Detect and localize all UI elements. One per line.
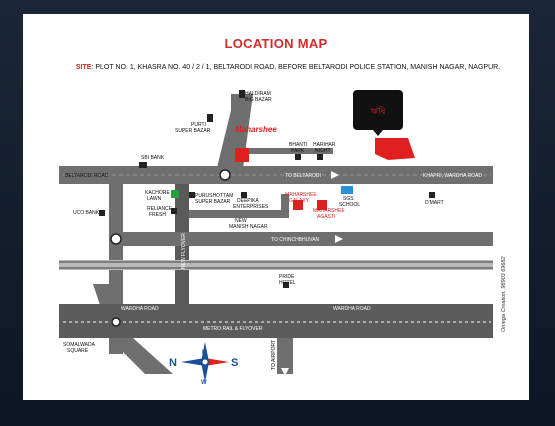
bhanti-block [295,154,301,160]
label-deepika-2: ENTERPRISES [233,204,269,210]
galaxy-marker [293,200,303,210]
site-address-text: : PLOT NO. 1, KHASRA NO. 40 / 2 / 1, BEL… [91,64,501,71]
label-galaxy-2: GALAXY [289,198,310,204]
label-pride-2: HOTEL [279,280,296,286]
svg-text:ঋষি: ঋষি [371,106,387,117]
label-agasti-1: MAHARSHEE [313,208,345,214]
road-to-site [235,148,333,154]
wardha-road [59,304,493,338]
agasti-marker [317,200,327,210]
reliance-block [171,208,177,214]
label-wardha-road-left: WARDHA ROAD [121,306,159,312]
railway-track [59,260,493,270]
somalwada-road [109,338,173,374]
label-sbi-bank: SBI BANK [141,155,165,161]
to-airport-road [277,338,293,374]
label-to-beltarodi: TO BELTARODI [285,173,321,179]
label-reliance-1: RELIANCE [147,206,173,212]
page-title: LOCATION MAP [224,36,328,51]
compass-w: W [201,380,207,386]
label-pride-1: PRIDE [279,274,295,280]
compass-rose [181,342,229,382]
new-flyover-road [175,184,189,314]
chinchbhuvan-road [109,232,493,246]
manish-nagar-road-vertical [281,194,289,218]
label-haldiram-2: BIG BAZAR [245,97,272,103]
label-new-manish-1: NEW [235,218,247,224]
roundabout-somalwada [111,317,121,327]
label-bhanti-2: PARK [291,148,305,154]
haldiram-block [239,90,245,98]
label-reliance-2: FRESH [149,212,166,218]
arrow-to-chinchbhuvan [335,235,343,243]
label-dmart: D'MART [425,200,444,206]
purushottam-block [189,192,195,198]
label-purushottam-1: PURUSHOTTAM [195,193,233,199]
label-to-airport: TO AIRPORT [271,340,277,370]
label-to-chinchbhuvan: TO CHINCHBHUVAN [271,237,320,243]
label-harihar-2: NIGHT [315,148,331,154]
label-purti-1: PURTI [191,122,206,128]
road-haldiram [231,94,239,144]
site-label: SITE [75,64,92,71]
arrow-to-beltarodi [331,171,339,179]
label-sgs-2: SCHOOL [339,202,360,208]
label-new-manish-2: MANISH NAGAR [229,224,268,230]
label-kachore-1: KACHORE [145,190,170,196]
kachore-green-block [171,190,179,198]
location-map-card: LOCATION MAP SITE: PLOT NO. 1, KHASRA NO… [23,14,529,400]
label-beltarodi-road: BELTARODI ROAD [65,173,109,179]
label-new-flyover: NEW FLYOVER [181,233,187,269]
label-bhanti-1: BHANTI [289,142,307,148]
label-metro-rail: METRO RAIL & FLYOVER [203,326,263,332]
label-kachore-2: LAWN [147,196,162,202]
roundabout-left [110,233,122,245]
purti-block [207,114,213,122]
compass-s: S [231,357,238,369]
label-wardha-road-right: WARDHA ROAD [333,306,371,312]
compass-e: E [202,350,206,356]
label-deepika-1: DEEPIKA [237,198,259,204]
sgs-school-block [341,186,353,194]
label-purti-2: SUPER BAZAR [175,128,211,134]
maharshee-site-marker [235,148,249,162]
dmart-block [429,192,435,198]
uco-block [99,210,105,216]
credit-text: Omega Creation, 98903 69682 [501,256,507,332]
roundabout-beltarodi [219,169,231,181]
arrow-to-airport [281,368,289,376]
label-somalwada-2: SQUARE [67,348,89,354]
manish-nagar-road [189,210,289,218]
label-harihar-1: HARIHAR [313,142,336,148]
map-drawing: ঋষি BELTARODI ROAD TO BELTARODI KHAPRI, … [59,90,493,386]
deepika-block [241,192,247,198]
label-agasti-2: AGASTI [317,214,335,220]
harihar-block [317,154,323,160]
label-sgs-1: SGS [343,196,354,202]
site-address: SITE: PLOT NO. 1, KHASRA NO. 40 / 2 / 1,… [53,64,523,71]
label-purushottam-2: SUPER BAZAR [195,199,231,205]
label-maharshee-logo: Maharshee [235,125,277,134]
label-khapri-wardha: KHAPRI, WARDHA ROAD [423,173,482,179]
sbi-block [139,162,147,168]
label-uco-bank: UCO BANK [73,210,100,216]
label-galaxy-1: MAHARSHEE [285,192,317,198]
label-haldiram-1: HALDIRAM [245,91,271,97]
pride-block [283,282,289,288]
compass-n: N [169,357,177,369]
site-pin: ঋষি [353,90,415,160]
label-somalwada-1: SOMALWADA [63,342,96,348]
